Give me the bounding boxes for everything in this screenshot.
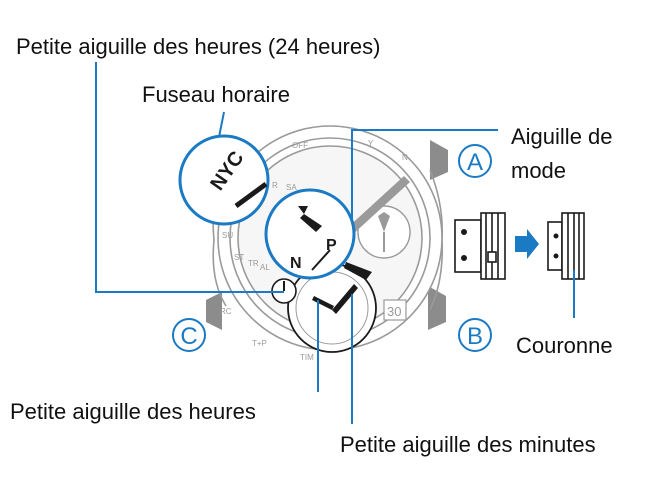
mark-su: SU <box>222 231 233 240</box>
label-small-hour-24h: Petite aiguille des heures (24 heures) <box>16 34 381 59</box>
button-c-label: C <box>172 318 206 352</box>
mark-tr: TR <box>248 259 259 268</box>
mode-label-p: P <box>326 237 337 254</box>
label-crown: Couronne <box>516 333 613 358</box>
button-a-label: A <box>458 144 492 178</box>
mode-label-n: N <box>290 255 302 272</box>
mark-n: N <box>402 153 408 162</box>
label-small-minute: Petite aiguille des minutes <box>340 432 596 457</box>
mark-rc: RC <box>220 307 232 316</box>
leader-small-hour-24 <box>95 62 284 293</box>
button-b-pusher <box>428 286 446 330</box>
subdial-right <box>357 205 411 259</box>
mark-sa: SA <box>286 183 297 192</box>
mode-hand-tip <box>344 262 372 280</box>
label-mode-hand-line1: Aiguille de <box>511 124 613 149</box>
crown-on-watch <box>454 212 506 280</box>
mark-st: ST <box>234 253 244 262</box>
date-window <box>383 299 407 321</box>
mark-off: OFF <box>292 141 308 150</box>
mode-bubble: P N <box>264 188 356 280</box>
mark-r: R <box>272 181 278 190</box>
label-mode-hand-line2: mode <box>511 158 567 183</box>
small-minute-hand-mark <box>332 284 358 314</box>
button-b-label: B <box>458 318 492 352</box>
time-zone-bubble: NYC <box>178 134 270 226</box>
leader-lines <box>95 62 575 424</box>
date-number: 30 <box>387 304 401 319</box>
button-a-pusher <box>430 140 448 180</box>
label-time-zone: Fuseau horaire <box>142 82 290 107</box>
pull-arrow-icon <box>515 229 539 259</box>
label-small-hour: Petite aiguille des heures <box>10 399 256 424</box>
mark-tp: T+P <box>252 339 267 348</box>
mark-al: AL <box>260 263 270 272</box>
button-c-pusher <box>206 292 222 330</box>
mark-tim: TIM <box>300 353 314 362</box>
leader-mode-hand <box>351 129 498 220</box>
small-hour-hand-mark <box>312 296 334 310</box>
subdial-bottom <box>287 263 377 353</box>
mark-y: Y <box>368 139 374 148</box>
crown-pulled <box>547 212 585 280</box>
